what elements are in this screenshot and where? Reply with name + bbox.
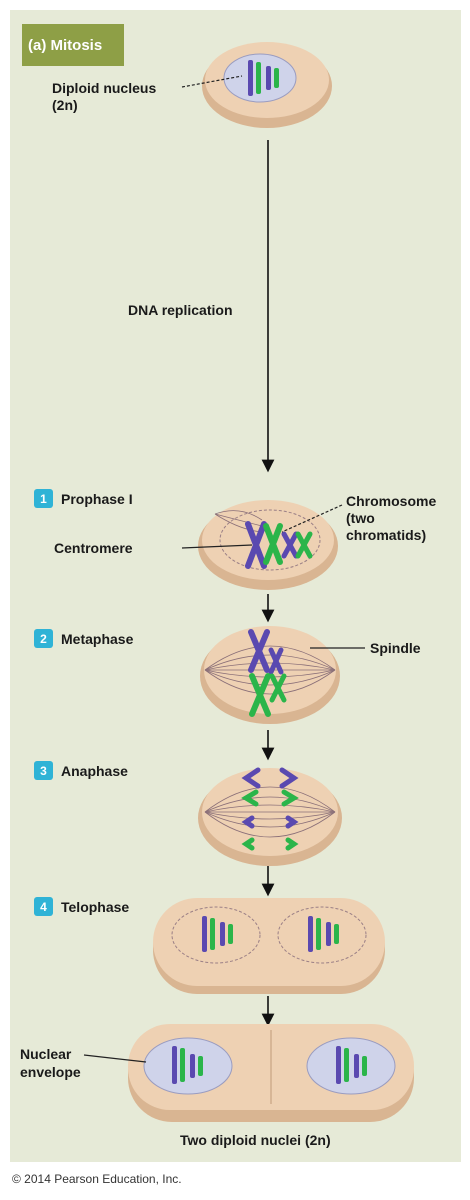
ploidy-label: (2n): [52, 97, 78, 113]
step-label: Metaphase: [61, 630, 134, 647]
figure-title: (a) Mitosis: [22, 24, 124, 66]
chromosomes: [202, 916, 339, 952]
copyright: © 2014 Pearson Education, Inc.: [12, 1172, 182, 1186]
step-number: 2: [34, 629, 53, 648]
prophase-cell: [198, 500, 338, 590]
chromosome-label: Chromosome: [346, 493, 437, 509]
anaphase-cell: [198, 767, 342, 866]
chromosomes: [248, 629, 287, 717]
dna-replication-label: DNA replication: [128, 302, 233, 318]
chromosomes: [245, 521, 313, 569]
daughter-cells: [128, 1024, 414, 1122]
diploid-nucleus-label: Diploid nucleus: [52, 80, 157, 96]
chromosomes: [241, 767, 299, 851]
step-prophase: 1 Prophase I: [34, 489, 133, 508]
step-anaphase: 3 Anaphase: [34, 761, 128, 780]
chromosomes: [248, 60, 279, 96]
chromosomes: [172, 1046, 367, 1084]
step-number: 3: [34, 761, 53, 780]
spindle-label: Spindle: [370, 640, 421, 656]
two-chromatids-label-2: chromatids): [346, 527, 427, 543]
metaphase-cell: [200, 626, 340, 724]
diploid-cell: [202, 42, 332, 128]
nuclear-envelope-label-1: Nuclear: [20, 1046, 72, 1062]
step-telophase: 4 Telophase: [34, 897, 129, 916]
result-label: Two diploid nuclei (2n): [180, 1132, 331, 1148]
step-label: Prophase I: [61, 490, 133, 507]
step-metaphase: 2 Metaphase: [34, 629, 133, 648]
step-label: Anaphase: [61, 762, 128, 779]
step-label: Telophase: [61, 898, 130, 915]
telophase-cell: [153, 898, 385, 994]
nuclear-envelope-label-2: envelope: [20, 1064, 81, 1080]
centromere-label: Centromere: [54, 540, 133, 556]
step-number: 1: [34, 489, 53, 508]
step-number: 4: [34, 897, 53, 916]
two-chromatids-label-1: (two: [346, 510, 375, 526]
